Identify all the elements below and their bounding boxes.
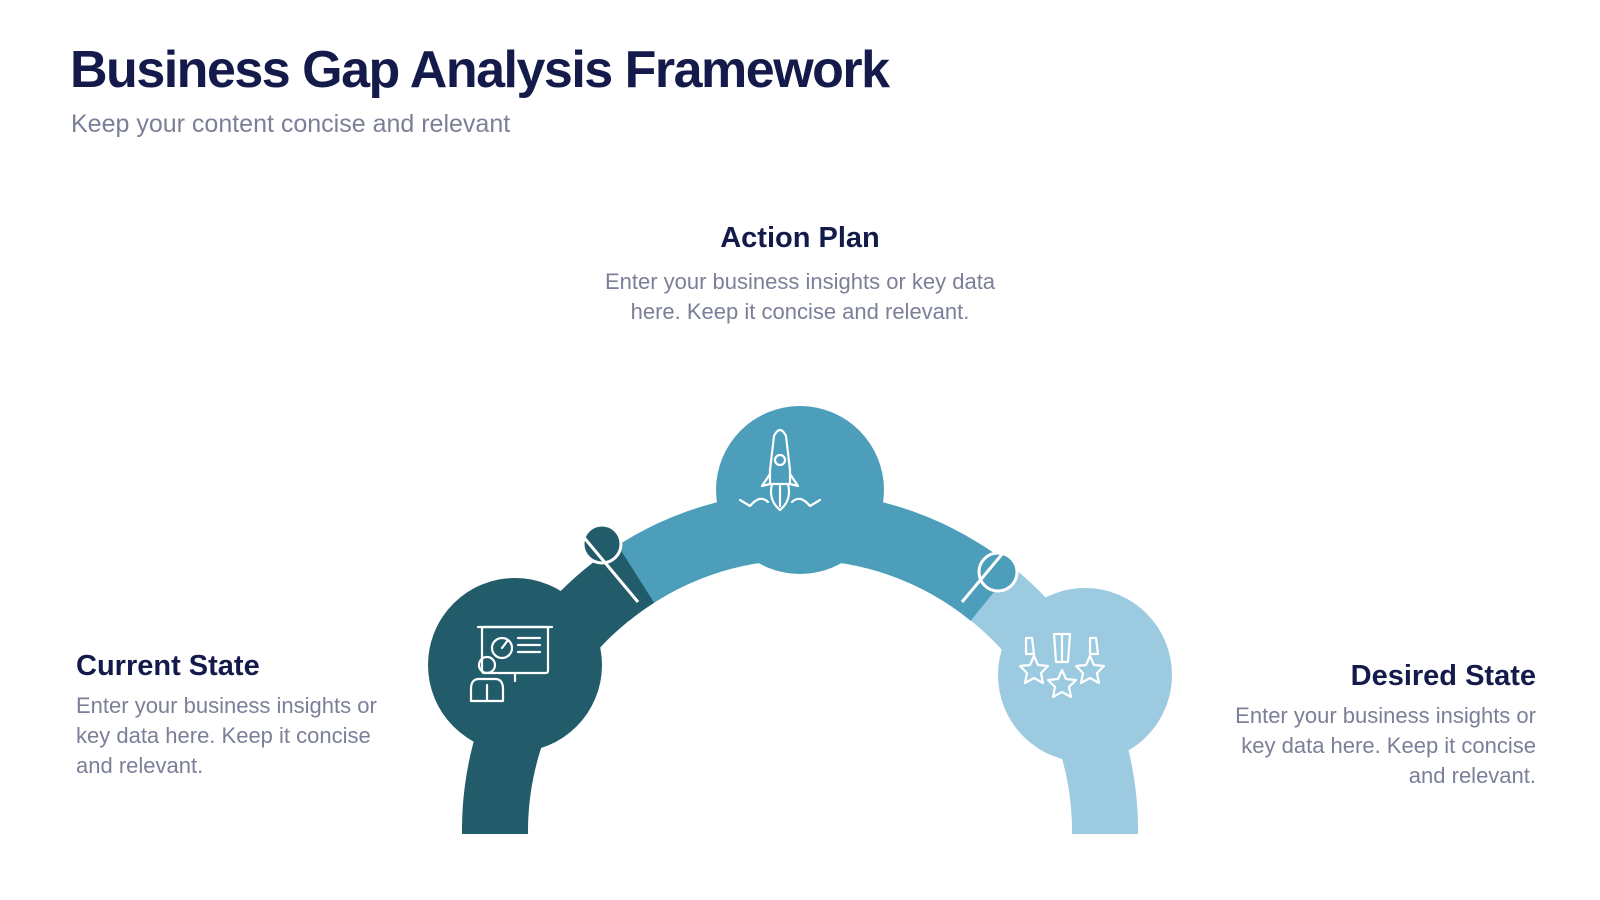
desired-state-circle [998, 588, 1172, 762]
current-state-text: Enter your business insights or key data… [76, 693, 377, 778]
desired-state-block: Desired State Enter your business insigh… [1216, 660, 1536, 791]
rocket-icon [738, 428, 822, 512]
action-plan-title: Action Plan [720, 222, 880, 254]
current-state-block: Current State Enter your business insigh… [76, 650, 396, 781]
action-plan-circle [716, 406, 884, 574]
current-state-right-knob [581, 523, 623, 565]
action-plan-right-knob [977, 551, 1019, 593]
desired-state-title: Desired State [1350, 660, 1536, 692]
page-subtitle: Keep your content concise and relevant [71, 110, 511, 138]
action-plan-text: Enter your business insights or key data… [604, 269, 996, 324]
current-state-title: Current State [76, 650, 260, 682]
left-seam [569, 521, 640, 603]
right-seam [960, 521, 1031, 603]
presentation-icon [469, 625, 554, 703]
desired-state-text: Enter your business insights or key data… [1235, 703, 1536, 788]
action-plan-block: Action Plan Enter your business insights… [590, 222, 1010, 327]
page-title: Business Gap Analysis Framework [70, 41, 890, 99]
current-state-circle [428, 578, 602, 752]
medals-icon [1018, 632, 1106, 699]
